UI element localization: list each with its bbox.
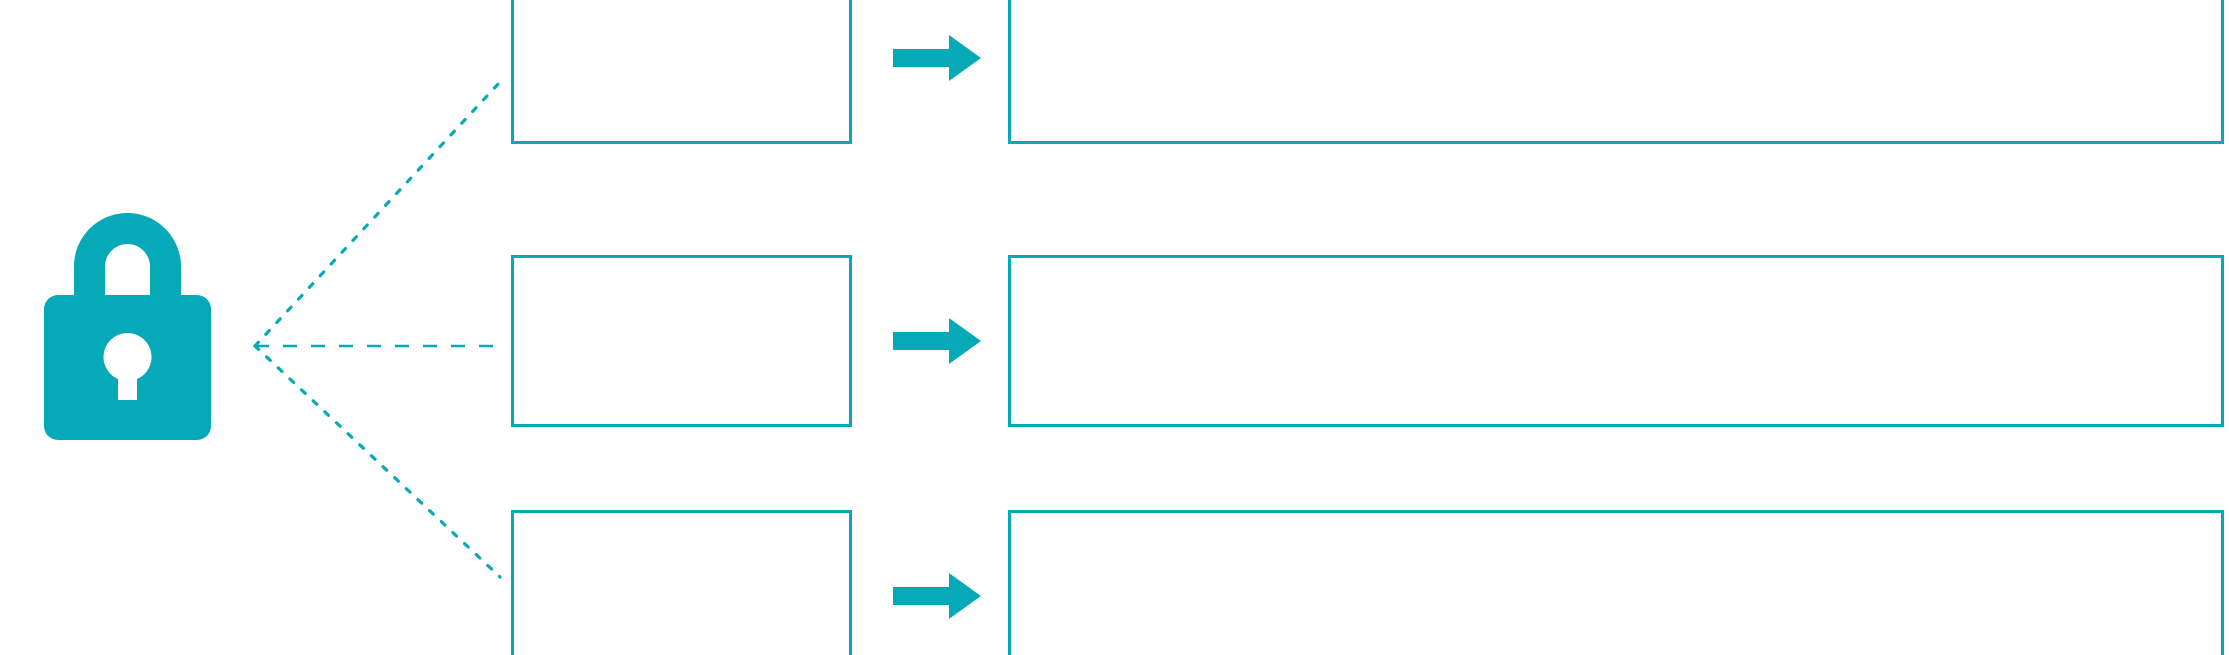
row-1-left-box[interactable] <box>511 255 852 427</box>
row-1-right-box-label <box>1011 258 2221 286</box>
diagram-row <box>0 255 2229 427</box>
row-0-right-box-label <box>1011 0 2221 3</box>
row-2-right-box[interactable] <box>1008 510 2224 655</box>
lock-icon <box>30 205 225 450</box>
row-2-left-box[interactable] <box>511 510 852 655</box>
row-2-left-box-label <box>514 513 849 541</box>
diagram-row <box>0 510 2229 655</box>
arrow-right-icon <box>891 33 983 83</box>
arrow-right-icon <box>891 316 983 366</box>
row-0-left-box-label <box>514 0 849 3</box>
row-2-right-box-label <box>1011 513 2221 541</box>
row-0-right-box[interactable] <box>1008 0 2224 144</box>
arrow-right-icon <box>891 571 983 621</box>
row-0-left-box[interactable] <box>511 0 852 144</box>
row-1-right-box[interactable] <box>1008 255 2224 427</box>
row-1-left-box-label <box>514 258 849 286</box>
diagram-row <box>0 0 2229 144</box>
